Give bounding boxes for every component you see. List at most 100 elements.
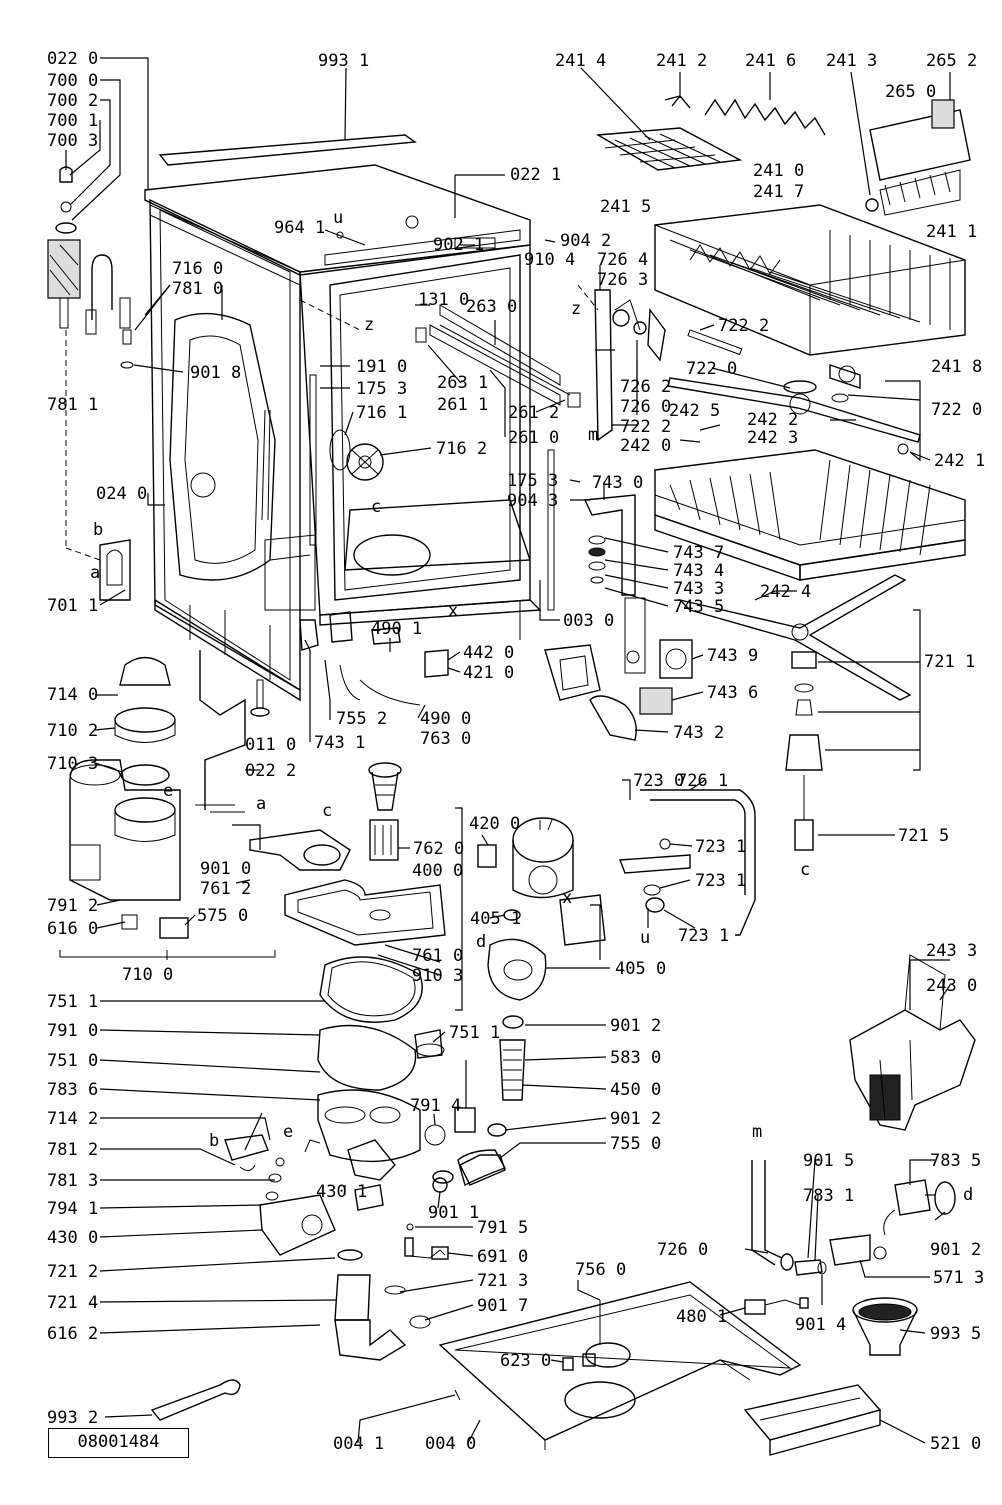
label-721-2: 721 2 <box>47 1262 98 1282</box>
lower-spray-arm <box>677 574 912 851</box>
bracket-761-2 <box>249 829 351 871</box>
label-242-3: 242 3 <box>747 428 798 448</box>
label-743-4: 743 4 <box>673 561 724 581</box>
label-421-0: 421 0 <box>463 663 514 683</box>
label-762-0: 762 0 <box>413 839 464 859</box>
label-726-0: 726 0 <box>620 397 671 417</box>
lower-basket <box>654 449 966 581</box>
label-616-2: 616 2 <box>47 1324 98 1344</box>
door-lock <box>299 611 601 706</box>
label-241-4: 241 4 <box>555 51 606 71</box>
label-241-6: 241 6 <box>745 51 796 71</box>
label-716-1: 716 1 <box>356 403 407 423</box>
leader-lines <box>65 57 951 1444</box>
label-700-1: 700 1 <box>47 111 98 131</box>
label-901-2b: 901 2 <box>610 1109 661 1129</box>
label-261-0: 261 0 <box>508 428 559 448</box>
label-710-0: 710 0 <box>122 965 173 985</box>
side-rack <box>869 99 971 216</box>
label-571-3: 571 3 <box>933 1268 984 1288</box>
label-700-0: 700 0 <box>47 71 98 91</box>
label-405-0: 405 0 <box>615 959 666 979</box>
label-761-2: 761 2 <box>200 879 251 899</box>
label-783-1: 783 1 <box>803 1186 854 1206</box>
label-993-1: 993 1 <box>318 51 369 71</box>
label-726-4: 726 4 <box>597 250 648 270</box>
label-721-5: 721 5 <box>898 826 949 846</box>
label-726-2: 726 2 <box>620 377 671 397</box>
label-242-0: 242 0 <box>620 436 671 456</box>
inlet-arm-723 <box>619 789 756 936</box>
label-175-3: 175 3 <box>356 379 407 399</box>
label-265-0: 265 0 <box>885 82 936 102</box>
cup-shelf <box>595 127 743 171</box>
label-175-3b: 175 3 <box>507 471 558 491</box>
water-softener <box>59 656 276 960</box>
label-241-2: 241 2 <box>656 51 707 71</box>
label-722-2b: 722 2 <box>718 316 769 336</box>
filter-assembly <box>368 762 402 861</box>
label-710-3: 710 3 <box>47 754 98 774</box>
inlet-conduit <box>577 284 666 442</box>
label-726-0b: 726 0 <box>657 1240 708 1260</box>
label-726-1: 726 1 <box>677 771 728 791</box>
label-575-0: 575 0 <box>197 906 248 926</box>
label-243-3: 243 3 <box>926 941 977 961</box>
label-263-0: 263 0 <box>466 297 517 317</box>
letter-m-low: m <box>752 1122 762 1142</box>
label-902-1: 902 1 <box>433 235 484 255</box>
label-743-3: 743 3 <box>673 579 724 599</box>
label-726-3: 726 3 <box>597 270 648 290</box>
label-743-0: 743 0 <box>592 473 643 493</box>
label-791-4: 791 4 <box>410 1096 461 1116</box>
label-430-1: 430 1 <box>316 1182 367 1202</box>
label-964-1: 964 1 <box>274 218 325 238</box>
label-901-5: 901 5 <box>803 1151 854 1171</box>
letter-e-mid: e <box>163 781 173 801</box>
tine-row <box>704 98 826 136</box>
label-716-2: 716 2 <box>436 439 487 459</box>
label-763-0: 763 0 <box>420 729 471 749</box>
label-993-5: 993 5 <box>930 1324 981 1344</box>
label-700-2: 700 2 <box>47 91 98 111</box>
letter-x-mid: x <box>562 888 572 908</box>
wire-clip <box>664 95 691 109</box>
detergent-dispenser <box>743 1384 882 1456</box>
label-022-1: 022 1 <box>510 165 561 185</box>
label-490-1: 490 1 <box>371 619 422 639</box>
label-131-0: 131 0 <box>418 290 469 310</box>
label-743-9: 743 9 <box>707 646 758 666</box>
sump-gaskets <box>317 956 445 1163</box>
label-751-1b: 751 1 <box>449 1023 500 1043</box>
inlet-parts <box>47 166 134 601</box>
label-743-2: 743 2 <box>673 723 724 743</box>
letter-a-mid: a <box>256 794 266 814</box>
sensor-691 <box>404 1223 449 1260</box>
label-430-0: 430 0 <box>47 1228 98 1248</box>
label-265-2: 265 2 <box>926 51 977 71</box>
letter-c-right: c <box>800 860 810 880</box>
label-743-1: 743 1 <box>314 733 365 753</box>
label-242-4: 242 4 <box>760 582 811 602</box>
label-716-0: 716 0 <box>172 259 223 279</box>
letter-u-mid: u <box>640 928 650 948</box>
label-901-8: 901 8 <box>190 363 241 383</box>
label-904-3: 904 3 <box>507 491 558 511</box>
label-783-6: 783 6 <box>47 1080 98 1100</box>
letter-d-mid: d <box>476 932 486 952</box>
upper-spray-arm <box>667 329 921 455</box>
label-901-0: 901 0 <box>200 859 251 879</box>
label-405-1: 405 1 <box>470 909 521 929</box>
wash-motor <box>424 817 606 1193</box>
label-400-0: 400 0 <box>412 861 463 881</box>
label-241-1: 241 1 <box>926 222 977 242</box>
label-191-0: 191 0 <box>356 357 407 377</box>
letter-d-low: d <box>963 1185 973 1205</box>
label-701-1: 701 1 <box>47 596 98 616</box>
label-721-1: 721 1 <box>924 652 975 672</box>
sump-detail <box>583 494 693 741</box>
label-261-2: 261 2 <box>508 403 559 423</box>
label-751-1: 751 1 <box>47 992 98 1012</box>
letter-c-mid: c <box>322 801 332 821</box>
label-781-1: 781 1 <box>47 395 98 415</box>
